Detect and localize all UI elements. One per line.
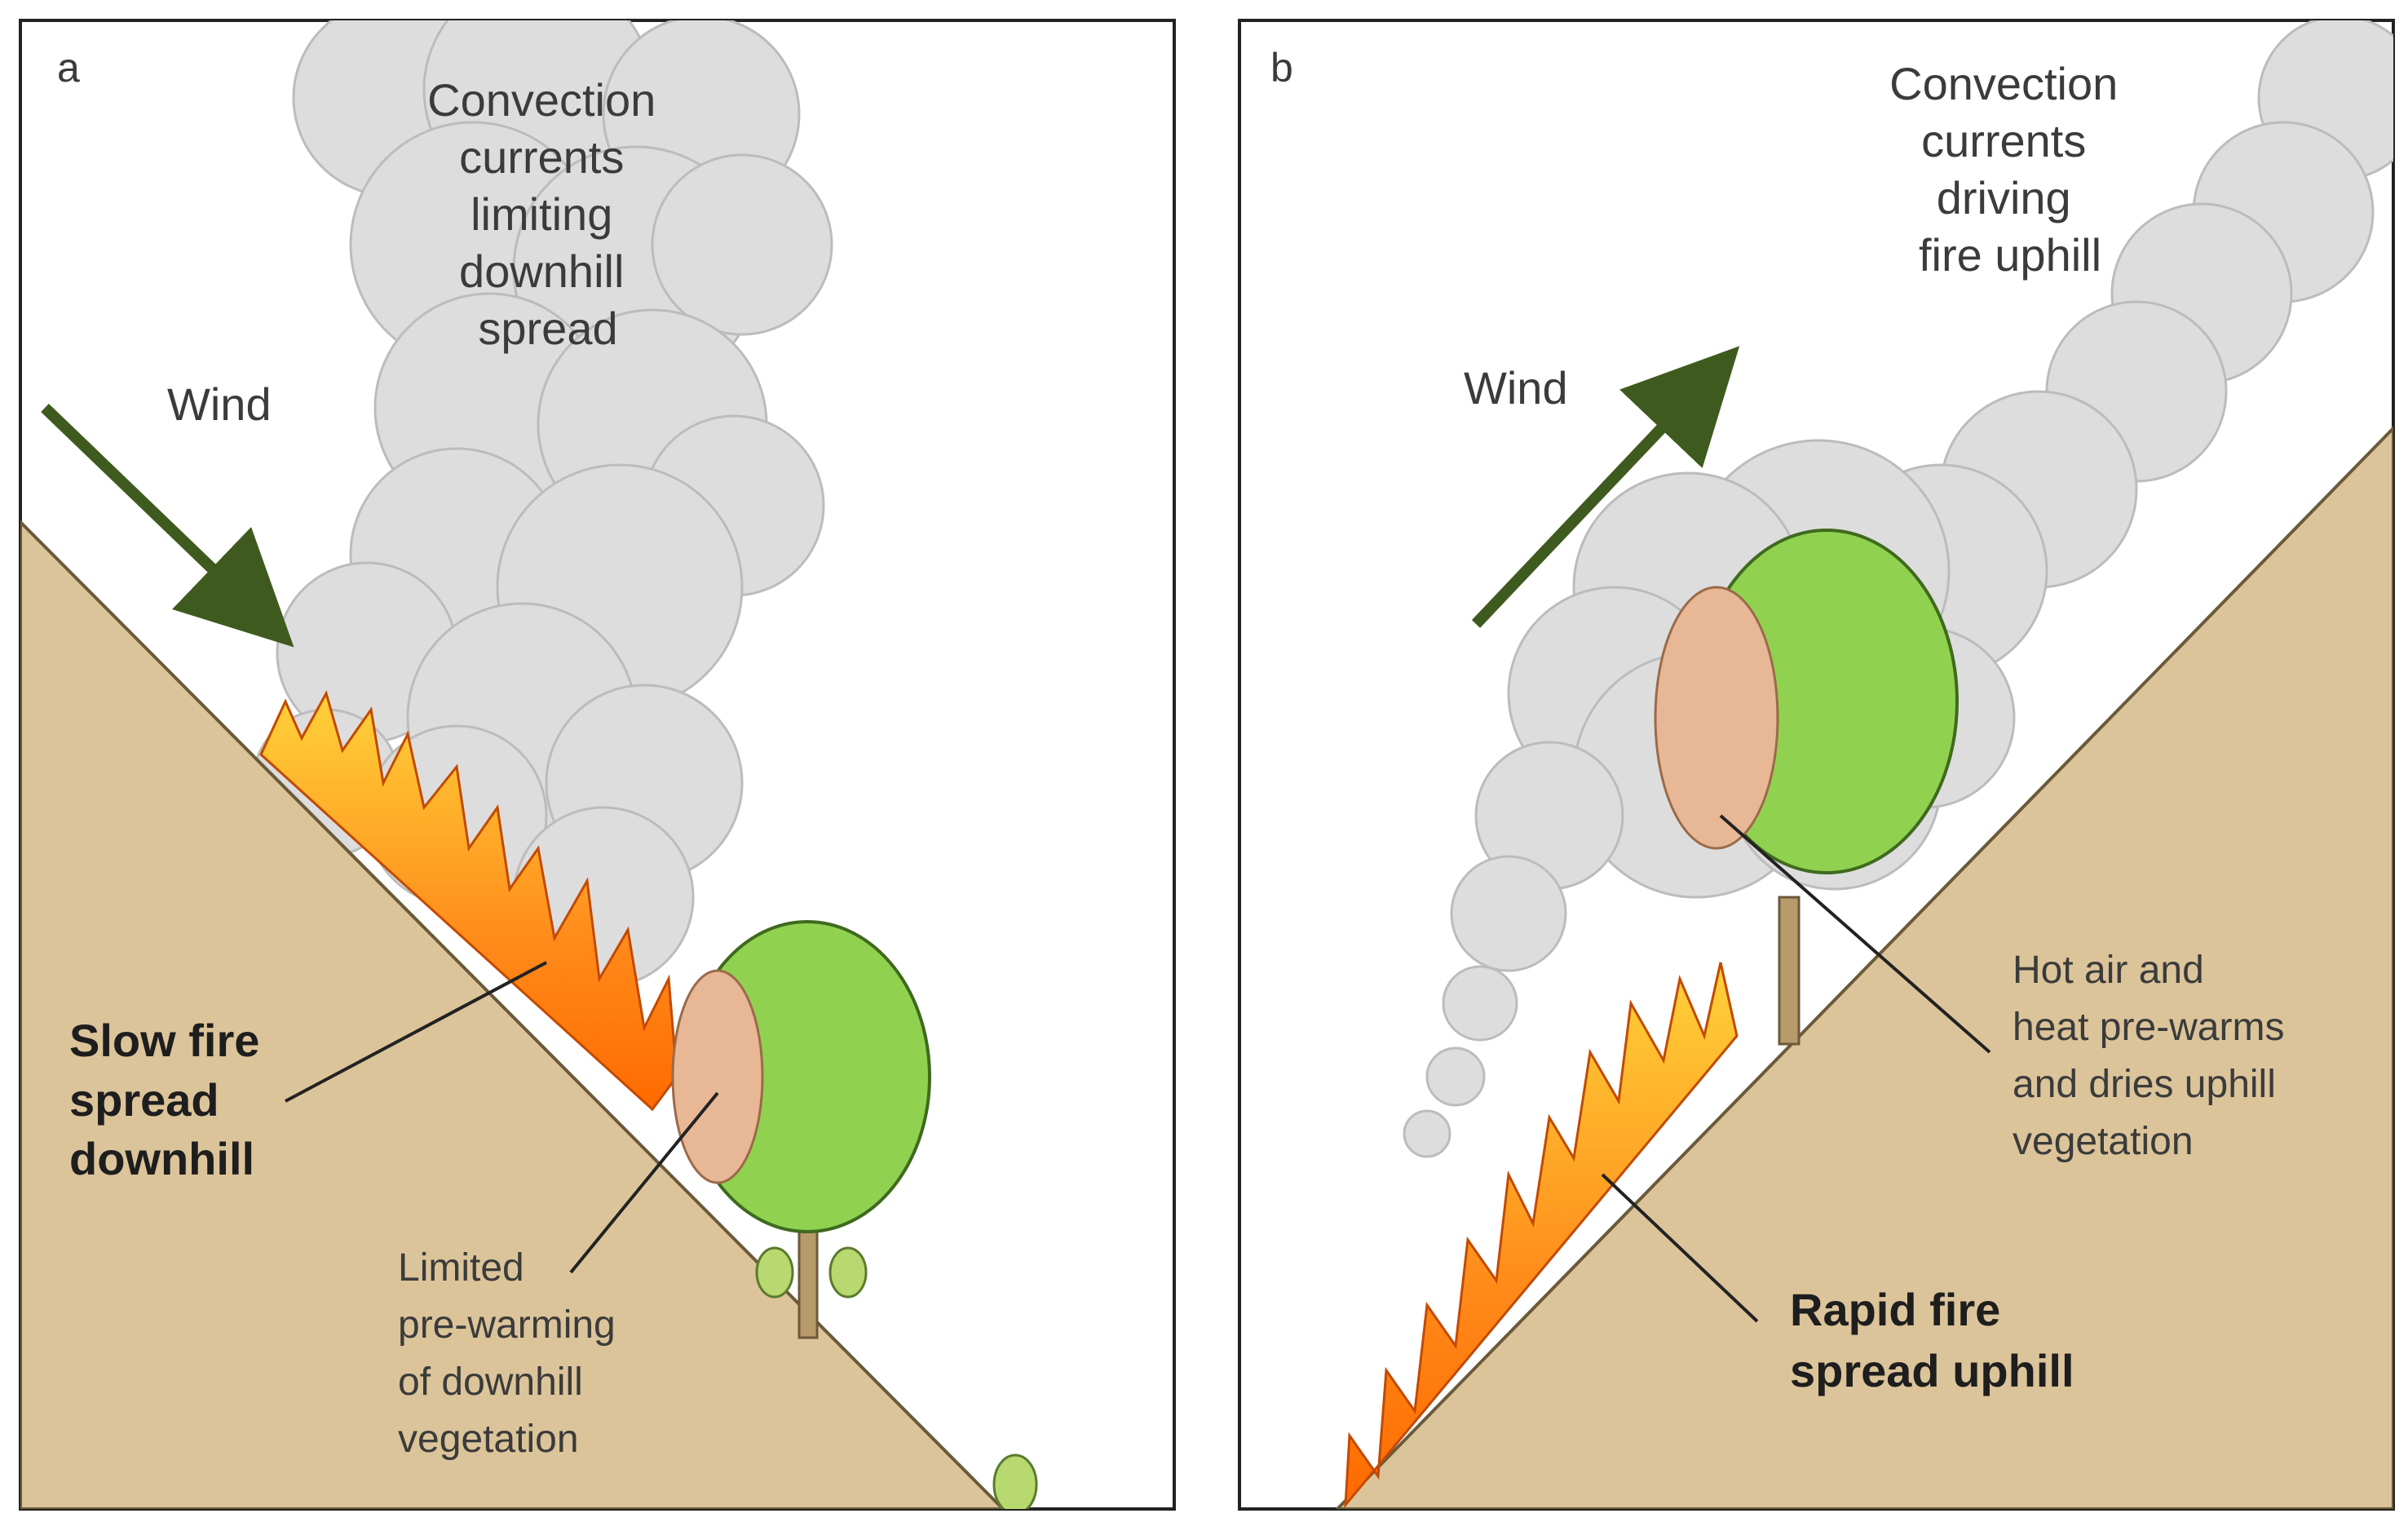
panel-b-wind-label: Wind	[1464, 362, 1568, 414]
panel-a-convection-label: Convection currents limiting downhill sp…	[427, 74, 669, 354]
panel-a-fire-label: Slow fire spread downhill	[69, 1015, 272, 1184]
panel-b-hot-air-label: Hot air and heat pre-warms and dries uph…	[2013, 949, 2295, 1163]
panel-b-fire-label: Rapid fire spread uphill	[1790, 1284, 2074, 1396]
panel-b-hot-air-leader	[1719, 814, 1991, 1054]
panel-a-prewarm-leader	[569, 1091, 719, 1274]
panel-a-fire	[259, 690, 678, 1112]
panel-a-letter: a	[57, 45, 80, 91]
panel-b-fire	[1344, 962, 1739, 1509]
panel-b-convection-label: Convection currents driving fire uphill	[1889, 58, 2131, 281]
panel-a: a Convection currents limiting downhill …	[19, 19, 1176, 1511]
panel-a-wind-arrow	[41, 403, 294, 648]
panel-a-wind-label: Wind	[167, 378, 272, 430]
panel-b-letter: b	[1270, 45, 1293, 91]
panel-b-wind-arrow	[1471, 346, 1740, 628]
panel-a-fire-leader	[285, 961, 547, 1103]
panel-b-hillside	[1335, 426, 2393, 1509]
panel-b: b Convection currents driving fire uphil…	[1238, 19, 2395, 1511]
panel-b-fire-leader	[1601, 1173, 1759, 1323]
panel-a-prewarm-label: Limited pre-warming of downhill vegetati…	[398, 1246, 626, 1461]
panel-a-tree	[671, 920, 1038, 1509]
panel-a-smoke	[251, 20, 833, 989]
panel-b-tree	[1654, 529, 1959, 1046]
